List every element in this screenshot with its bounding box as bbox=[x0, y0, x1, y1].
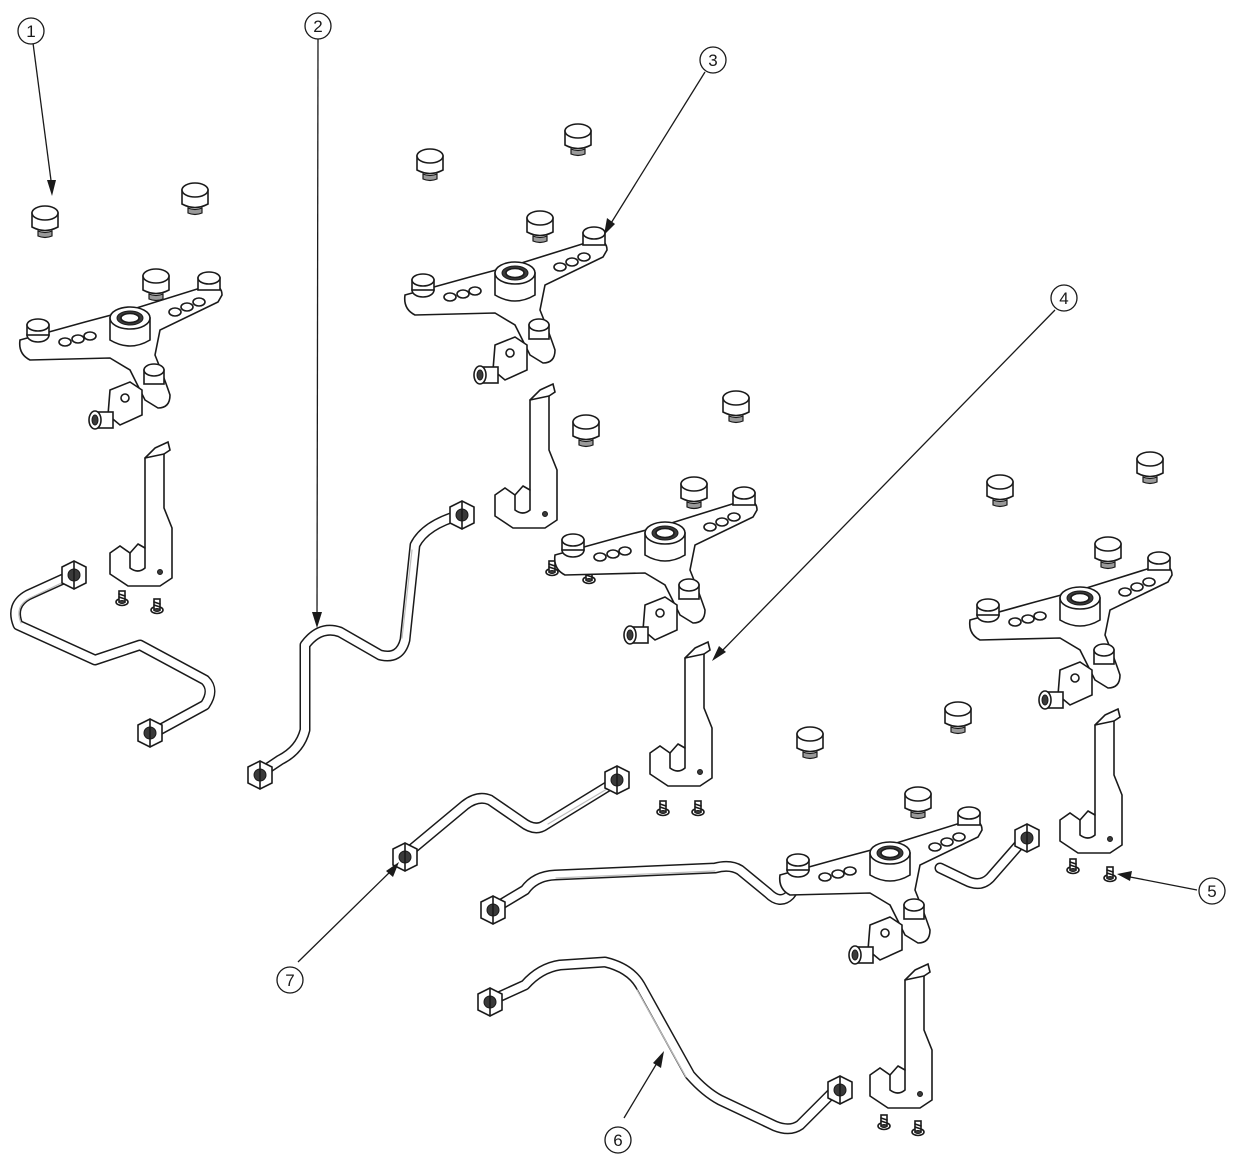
screw-part bbox=[656, 800, 670, 817]
leader-lines bbox=[32, 37, 1198, 1119]
callout-label: 1 bbox=[26, 22, 35, 41]
screw-part bbox=[1103, 866, 1117, 883]
cap-part bbox=[944, 701, 972, 735]
cap-part bbox=[1136, 451, 1164, 485]
screw-part bbox=[1066, 858, 1080, 875]
callout-2: 2 bbox=[304, 12, 332, 40]
cap-part bbox=[722, 390, 750, 424]
cap-part bbox=[181, 182, 209, 216]
cap-part bbox=[31, 205, 59, 239]
three-arm-bracket bbox=[553, 486, 758, 645]
cap-part bbox=[680, 476, 708, 510]
cap-part bbox=[904, 786, 932, 820]
screw-part bbox=[691, 800, 705, 817]
support-clip bbox=[649, 641, 713, 787]
pipe-left bbox=[10, 560, 216, 748]
pipe-seven bbox=[392, 765, 630, 872]
cap-part bbox=[142, 268, 170, 302]
callout-1: 1 bbox=[17, 17, 45, 45]
three-arm-bracket bbox=[18, 271, 223, 430]
callout-5: 5 bbox=[1198, 877, 1226, 905]
callout-label: 7 bbox=[285, 971, 294, 990]
callout-4: 4 bbox=[1050, 284, 1078, 312]
callout-7: 7 bbox=[276, 966, 304, 994]
cap-part bbox=[796, 726, 824, 760]
pipe-six bbox=[477, 956, 853, 1135]
callout-label: 2 bbox=[313, 17, 322, 36]
callout-label: 5 bbox=[1207, 882, 1216, 901]
callout-label: 3 bbox=[708, 51, 717, 70]
pipe-long bbox=[480, 823, 1040, 925]
cap-part bbox=[572, 414, 600, 448]
callout-6: 6 bbox=[604, 1126, 632, 1154]
three-arm-bracket bbox=[778, 806, 983, 965]
screw-part bbox=[877, 1114, 891, 1131]
callout-label: 4 bbox=[1059, 289, 1068, 308]
pipe-center bbox=[247, 500, 475, 790]
support-clip bbox=[494, 383, 558, 529]
cap-part bbox=[526, 210, 554, 244]
cap-part bbox=[1094, 536, 1122, 570]
three-arm-bracket bbox=[968, 551, 1173, 710]
cap-part bbox=[564, 123, 592, 157]
support-clip bbox=[109, 441, 173, 587]
callout-3: 3 bbox=[699, 46, 727, 74]
support-clip bbox=[869, 963, 933, 1109]
screw-part bbox=[911, 1120, 925, 1137]
cap-part bbox=[986, 474, 1014, 508]
three-arm-bracket bbox=[403, 226, 608, 385]
support-clip bbox=[1059, 708, 1123, 854]
screw-part bbox=[115, 590, 129, 607]
screw-part bbox=[150, 598, 164, 615]
callout-label: 6 bbox=[613, 1131, 622, 1150]
cap-part bbox=[416, 148, 444, 182]
